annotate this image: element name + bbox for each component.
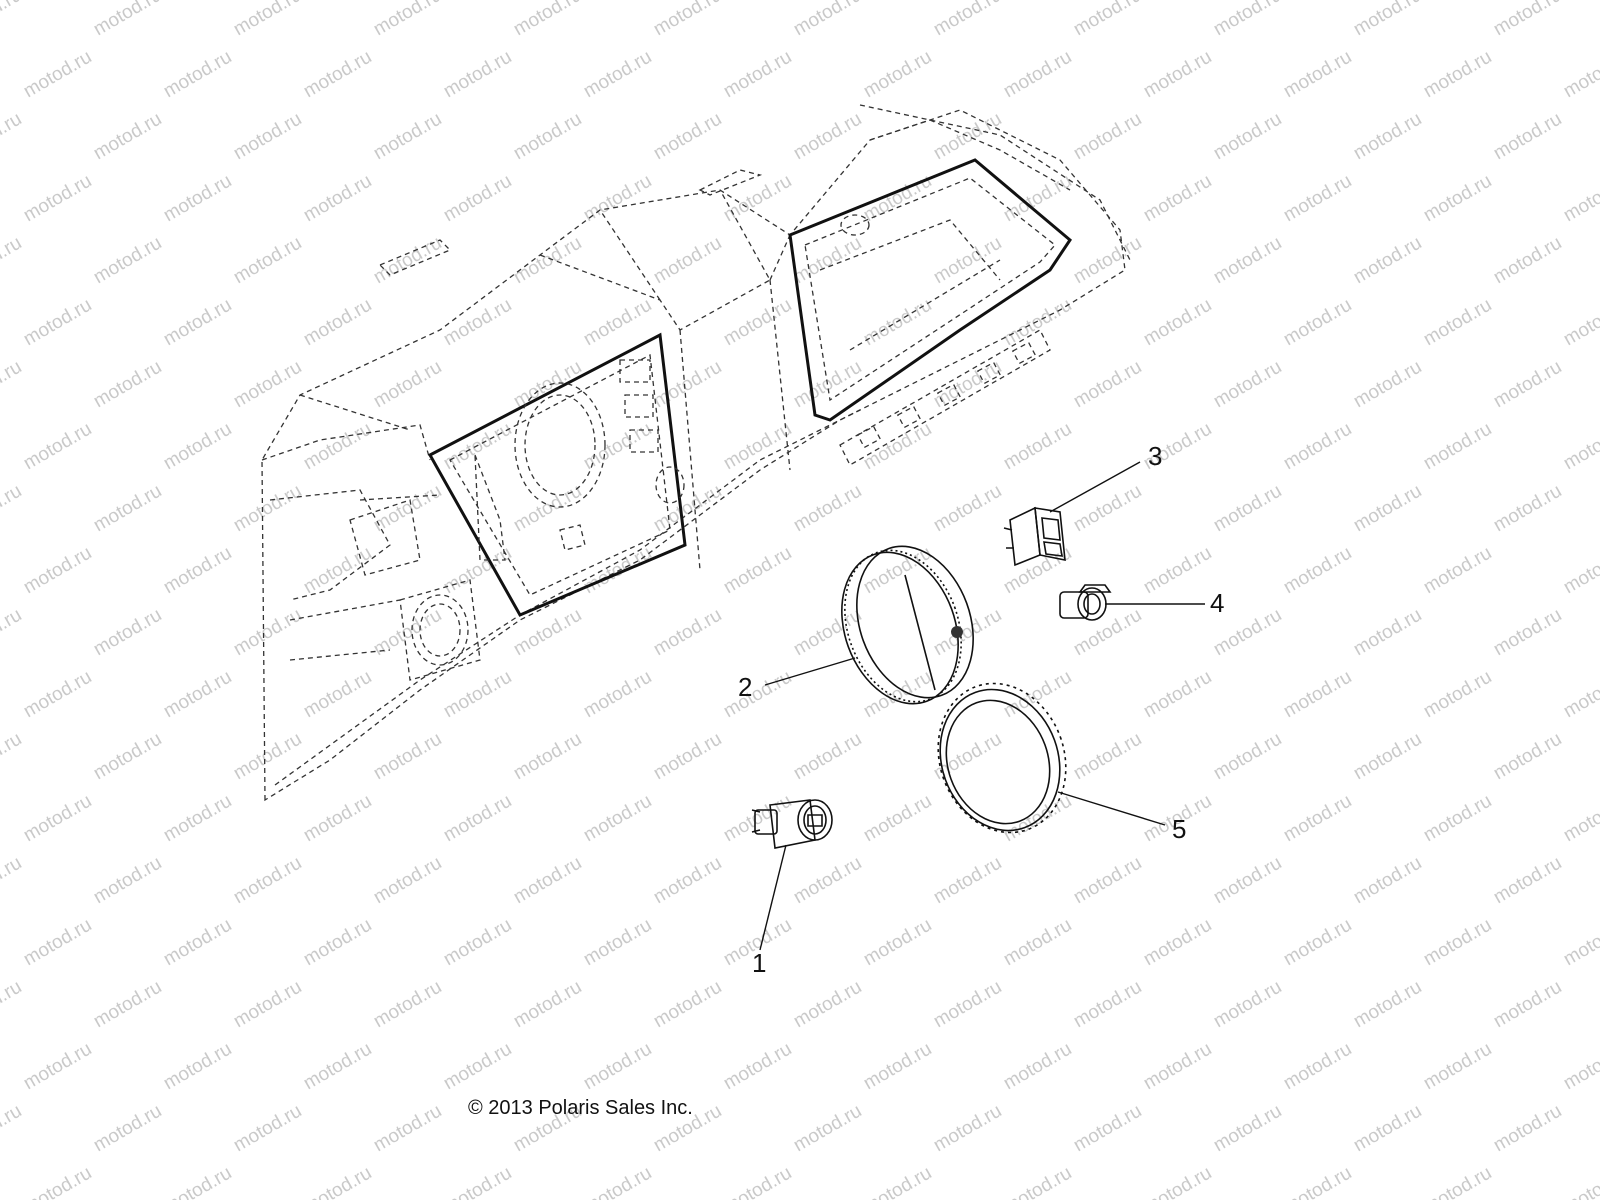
power-outlet-icon (1059, 584, 1112, 621)
gauge-retaining-ring-icon (937, 682, 1067, 834)
leader-line-1 (759, 844, 787, 951)
callout-3: 3 (1148, 441, 1162, 471)
ignition-switch-icon (751, 799, 833, 849)
leader-line-3 (1049, 461, 1141, 513)
callout-4: 4 (1210, 588, 1224, 618)
leader-lines (759, 461, 1205, 951)
callout-1: 1 (752, 948, 766, 978)
speedometer-gauge-icon (841, 545, 974, 705)
copyright-notice: © 2013 Polaris Sales Inc. (468, 1097, 693, 1119)
leader-line-5 (1057, 791, 1166, 826)
callout-2: 2 (738, 672, 752, 702)
callout-5: 5 (1172, 814, 1186, 844)
leader-line-2 (764, 657, 856, 686)
dashboard-assembly-icon (261, 104, 1131, 802)
rocker-switch-icon (1003, 506, 1066, 567)
